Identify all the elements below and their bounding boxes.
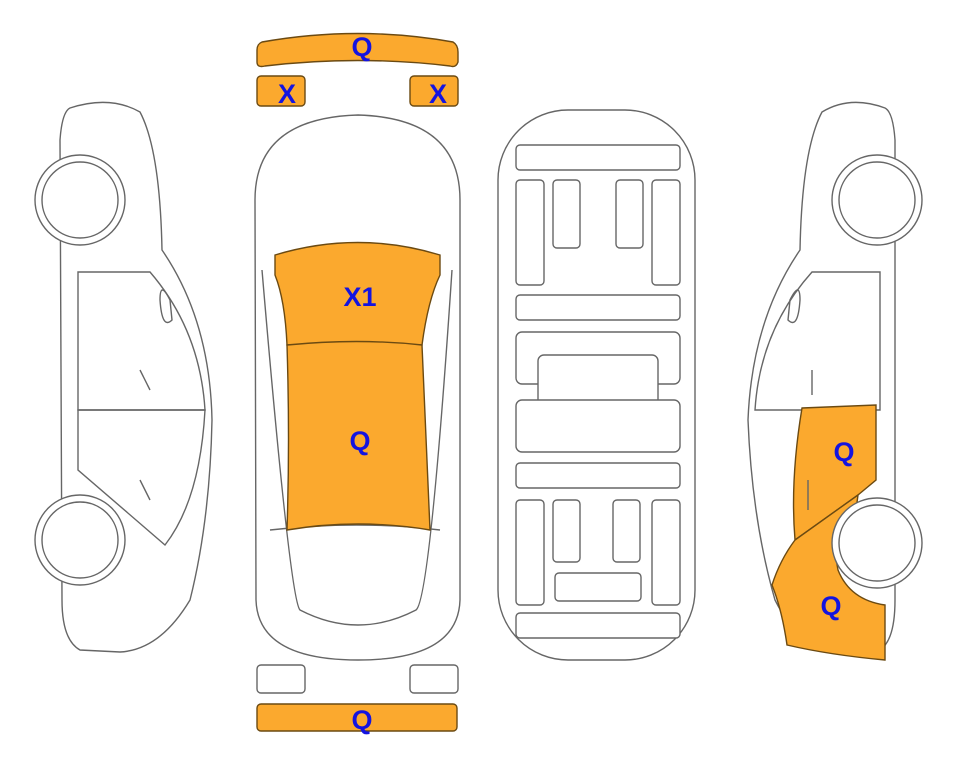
car-underside-view [497, 109, 696, 661]
roof[interactable] [286, 340, 431, 531]
windshield[interactable] [274, 241, 441, 346]
car-left-side-view [34, 101, 213, 653]
front-bumper[interactable] [256, 32, 459, 68]
right-rear-door-label: Q [833, 437, 854, 467]
rear-bumper-label: Q [351, 705, 372, 735]
windshield-label: X1 [343, 282, 376, 312]
car-right-side-view [747, 101, 923, 661]
car-top-view [254, 32, 461, 732]
headlight-left-label: X [278, 79, 296, 109]
roof-label: Q [349, 426, 370, 456]
headlight-right-label: X [429, 79, 447, 109]
right-rear-quarter-label: Q [820, 591, 841, 621]
headlight-right[interactable] [409, 75, 459, 107]
rear-bumper[interactable] [256, 703, 458, 732]
front-bumper-label: Q [351, 32, 372, 62]
headlight-left[interactable] [256, 75, 306, 107]
